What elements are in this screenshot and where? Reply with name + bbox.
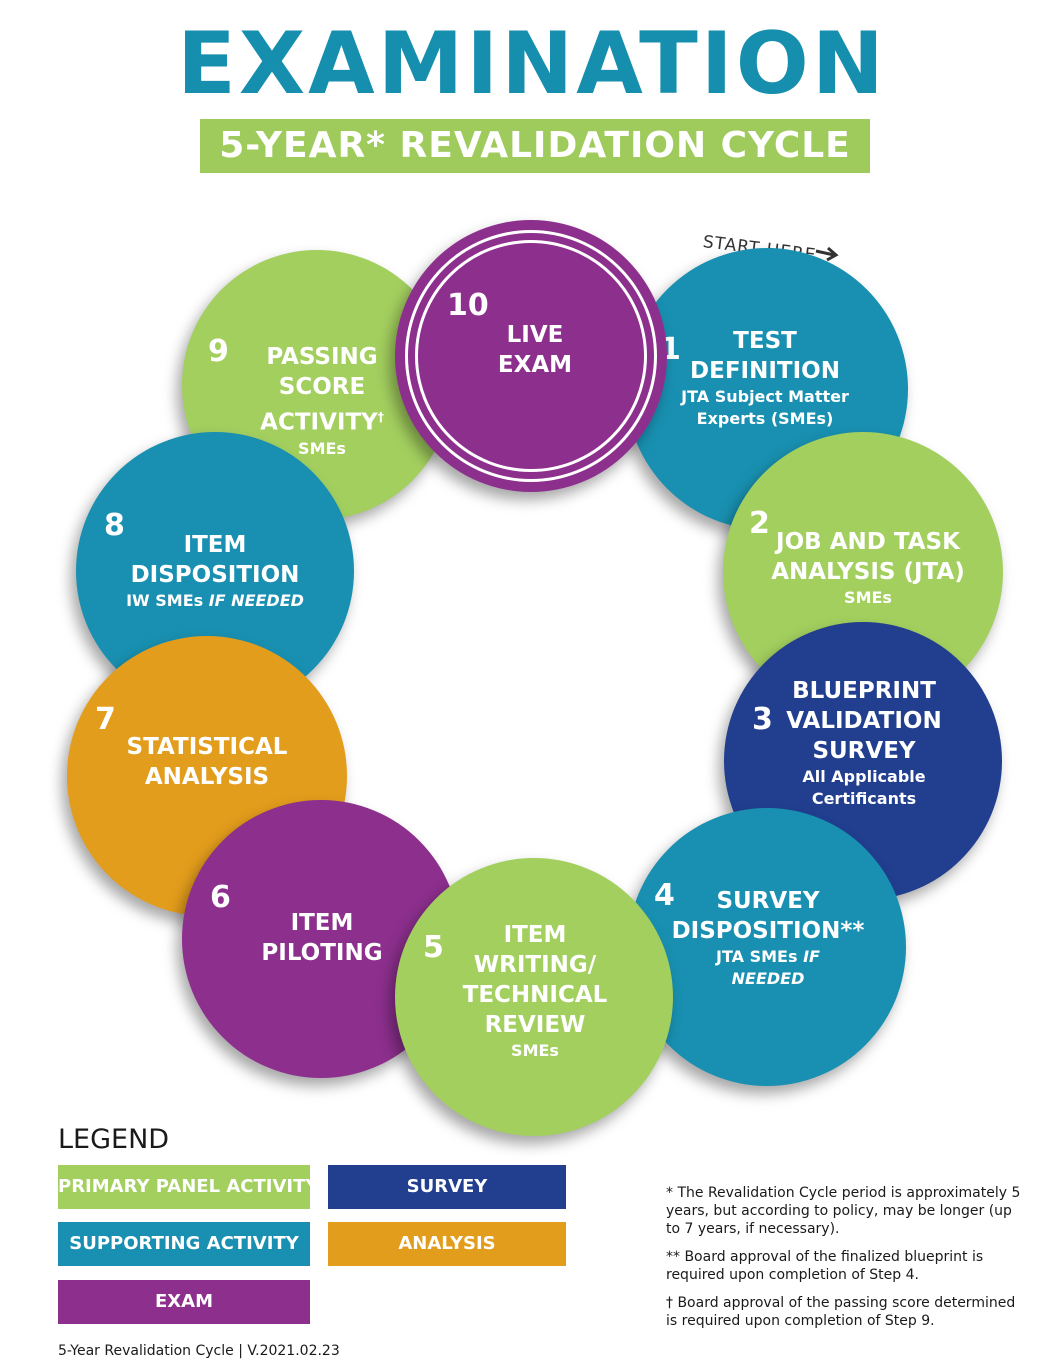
step-1-text: TEST DEFINITION JTA Subject Matter Exper…: [670, 326, 860, 430]
legend-analysis: ANALYSIS: [328, 1222, 566, 1266]
step-8-title-line: ITEM: [183, 532, 247, 558]
step-3-title-line: SURVEY: [812, 738, 916, 764]
legend-exam: EXAM: [58, 1280, 310, 1324]
step-5-circle: 5 ITEM WRITING/ TECHNICAL REVIEW SMEs: [395, 858, 673, 1136]
step-2-subtitle: SMEs: [844, 588, 892, 607]
page-subtitle: 5-YEAR* REVALIDATION CYCLE: [200, 119, 870, 173]
step-9-subtitle: SMEs: [298, 438, 346, 458]
step-7-text: STATISTICAL ANALYSIS: [117, 732, 297, 792]
step-1-subtitle: JTA Subject Matter: [681, 387, 849, 406]
step-9-title-line: SCORE: [278, 374, 366, 400]
step-5-subtitle: SMEs: [511, 1041, 559, 1060]
step-10-inner-ring: [415, 240, 647, 472]
step-5-title-line: ITEM: [503, 922, 567, 948]
step-10-title-line: EXAM: [497, 352, 573, 378]
step-7-number: 7: [95, 702, 116, 737]
step-7-title-line: STATISTICAL: [126, 734, 288, 760]
footnote-blueprint-approval: ** Board approval of the finalized bluep…: [666, 1249, 984, 1283]
step-4-subtitle: NEEDED: [668, 968, 868, 990]
step-5-title-line: WRITING/: [473, 952, 597, 978]
step-3-subtitle: Certificants: [811, 789, 917, 808]
step-6-title-line: PILOTING: [261, 940, 383, 966]
step-4-title-line: DISPOSITION**: [671, 918, 865, 944]
step-10-circle: 10 LIVE EXAM: [395, 220, 667, 492]
step-8-title-line: DISPOSITION: [130, 562, 300, 588]
step-2-title-line: ANALYSIS (JTA): [771, 559, 965, 585]
step-9-text: PASSING SCORE ACTIVITY† SMEs: [240, 342, 404, 460]
step-4-subtitle: JTA SMEs IF: [668, 946, 868, 968]
step-8-number: 8: [104, 508, 125, 543]
step-5-text: ITEM WRITING/ TECHNICAL REVIEW SMEs: [449, 920, 621, 1062]
legend-primary-panel: PRIMARY PANEL ACTIVITY: [58, 1165, 318, 1209]
step-2-number: 2: [749, 506, 770, 541]
step-1-title-line: DEFINITION: [690, 358, 840, 384]
step-5-title-line: REVIEW: [484, 1012, 586, 1038]
legend-survey: SURVEY: [328, 1165, 566, 1209]
step-4-title-line: SURVEY: [716, 888, 820, 914]
step-6-number: 6: [210, 880, 231, 915]
step-4-subtitle-text: JTA SMEs: [716, 947, 804, 966]
dagger-mark: †: [377, 410, 384, 424]
step-7-title-line: ANALYSIS: [144, 764, 270, 790]
step-3-title-line: BLUEPRINT: [792, 678, 936, 704]
step-4-number: 4: [654, 878, 675, 913]
step-3-number: 3: [752, 702, 773, 737]
page-title: EXAMINATION: [177, 14, 887, 114]
step-4-subtitle-italic: IF: [803, 947, 820, 966]
step-5-number: 5: [423, 930, 444, 965]
step-8-subtitle-italic: IF NEEDED: [208, 591, 304, 610]
step-8-subtitle-text: IW SMEs: [126, 591, 209, 610]
step-10-outer-ring: [405, 230, 657, 482]
step-2-title-line: JOB AND TASK: [776, 529, 960, 555]
step-8-subtitle: IW SMEs IF NEEDED: [120, 590, 310, 612]
step-9-title-line: PASSING: [266, 344, 378, 370]
step-8-text: ITEM DISPOSITION IW SMEs IF NEEDED: [120, 530, 310, 612]
step-6-text: ITEM PILOTING: [252, 908, 392, 968]
version-footer: 5-Year Revalidation Cycle | V.2021.02.23: [58, 1343, 340, 1359]
step-4-text: SURVEY DISPOSITION** JTA SMEs IF NEEDED: [668, 886, 868, 990]
step-9-title-text: ACTIVITY: [260, 409, 378, 436]
step-8-circle: 8 ITEM DISPOSITION IW SMEs IF NEEDED: [76, 432, 354, 710]
step-6-title-line: ITEM: [290, 910, 354, 936]
legend-supporting: SUPPORTING ACTIVITY: [58, 1222, 310, 1266]
step-5-title-line: TECHNICAL: [462, 982, 608, 1008]
footnote-passing-score-approval: † Board approval of the passing score de…: [666, 1295, 1016, 1329]
step-10-title-line: LIVE: [506, 322, 564, 348]
step-4-circle: 4 SURVEY DISPOSITION** JTA SMEs IF NEEDE…: [628, 808, 906, 1086]
step-10-number: 10: [447, 288, 489, 323]
step-1-subtitle: Experts (SMEs): [696, 409, 834, 428]
footnote-revalidation-period: * The Revalidation Cycle period is appro…: [666, 1185, 1021, 1237]
start-arrow-icon: [815, 246, 839, 262]
step-9-number: 9: [208, 334, 229, 369]
step-2-text: JOB AND TASK ANALYSIS (JTA) SMEs: [763, 527, 973, 609]
step-9-title-line: ACTIVITY†: [240, 402, 404, 438]
step-10-text: LIVE EXAM: [471, 320, 599, 380]
step-3-text: BLUEPRINT VALIDATION SURVEY All Applicab…: [778, 676, 950, 810]
step-3-title-line: VALIDATION: [786, 708, 942, 734]
step-4-subtitle-italic: NEEDED: [731, 969, 805, 988]
legend-title: LEGEND: [58, 1124, 170, 1155]
step-3-subtitle: All Applicable: [802, 767, 926, 786]
step-1-title-line: TEST: [733, 328, 797, 354]
